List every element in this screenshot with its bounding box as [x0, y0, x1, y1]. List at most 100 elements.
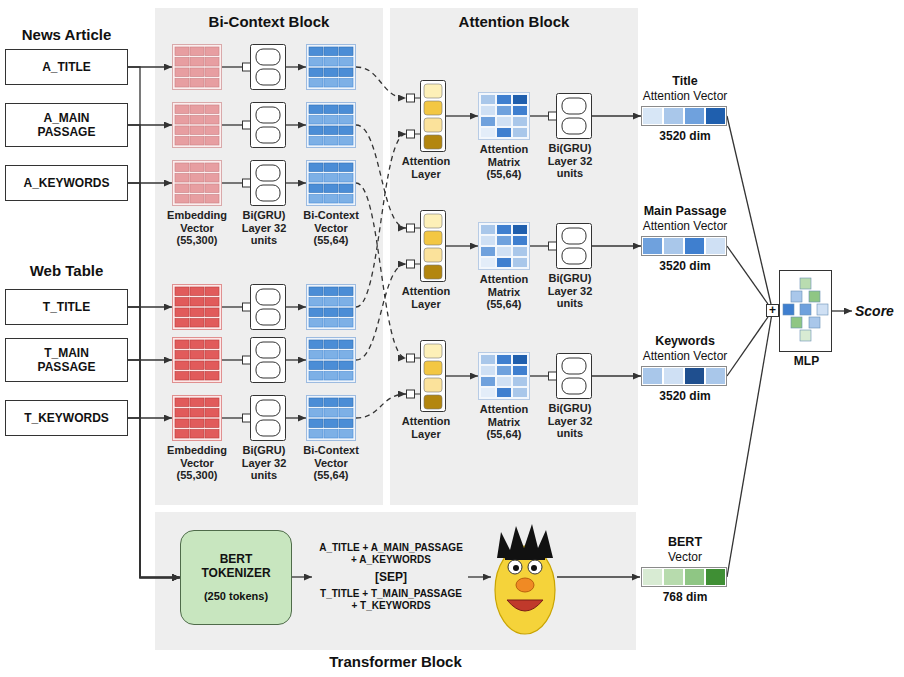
embedding-grids	[173, 285, 222, 330]
label-holder: Bi(GRU) Layer 32 units	[547, 142, 593, 180]
attention-matrix: Attention Matrix (55,64)	[478, 222, 530, 270]
layout-wires	[222, 66, 242, 67]
connector	[530, 115, 548, 116]
gru-symbols	[243, 396, 286, 441]
gru-symbols	[243, 161, 286, 206]
bert-vector-cells	[706, 569, 725, 585]
panel-heading: Attention Block	[390, 13, 638, 30]
embedding-grids	[173, 45, 222, 90]
bert-illustration	[508, 560, 522, 574]
score-label: Score	[855, 303, 901, 319]
section-heading: News Article	[5, 26, 128, 43]
connector	[128, 418, 180, 578]
label-holder: MLP	[777, 354, 837, 368]
component-label: Attention Layer	[398, 415, 454, 440]
connector	[727, 246, 768, 304]
attention-layer-symbols	[407, 81, 446, 152]
gru-layer: Bi(GRU) Layer 32 units	[548, 93, 592, 139]
embedding-grids	[173, 396, 222, 441]
label-holder: Bi(GRU) Layer 32 units	[241, 444, 287, 482]
input-box: T_KEYWORDS	[5, 400, 128, 436]
tokenizer-note: (250 tokens)	[204, 590, 268, 603]
separator-token: [SEP]	[316, 570, 466, 584]
connector	[446, 245, 478, 246]
bert-vector-cells	[643, 569, 725, 585]
attention-layer-symbols	[407, 81, 446, 412]
input-box: A_TITLE	[5, 49, 128, 85]
gru-symbols	[549, 354, 592, 399]
title-vector-cells	[643, 108, 725, 124]
bert-illustration	[516, 578, 534, 592]
keywords-vector-cells	[643, 368, 725, 384]
bert-illustration	[528, 560, 542, 574]
component-label: Bi(GRU) Layer 32 units	[241, 444, 287, 482]
embedding-grids	[173, 338, 222, 383]
component-label: Embedding Vector (55,300)	[165, 444, 229, 482]
label-holder: Bi(GRU) Layer 32 units	[547, 402, 593, 440]
label-holder: Attention Layer	[398, 155, 454, 180]
label-holder: [SEP]	[316, 570, 466, 584]
label-holder: Bi-Context Block	[155, 13, 383, 30]
component-label: Bi-Context Vector (55,64)	[302, 209, 360, 247]
label-holder: Embedding Vector (55,300)	[165, 209, 229, 247]
keywords-vector-cells	[643, 368, 662, 384]
layout-wires	[356, 67, 406, 360]
label-holder: Score	[855, 303, 901, 319]
attention-matrix-grids	[479, 353, 530, 400]
gru-symbols	[243, 45, 286, 90]
label-holder: Bi-Context Vector (55,64)	[302, 444, 360, 482]
label-holder: T_TITLE + T_MAIN_PASSAGE + T_KEYWORDS	[316, 588, 466, 612]
embedding-grids	[173, 45, 222, 441]
passage-vector-cells	[643, 238, 725, 254]
layout-wires	[128, 306, 172, 307]
mlp-box: MLP	[779, 270, 832, 352]
vector-subheading: Attention Vector	[632, 349, 738, 363]
connector	[446, 375, 478, 376]
label-holder: Attention Matrix (55,64)	[473, 143, 535, 181]
vector-dimension: 3520 dim	[632, 259, 738, 273]
label-holder: TitleAttention Vector	[632, 74, 738, 103]
bert-illustration	[495, 524, 555, 634]
bert-illustration	[513, 565, 519, 571]
gru-layer: Bi(GRU) Layer 32 units	[242, 395, 286, 441]
attention-matrix-grids	[479, 223, 530, 270]
label-holder: Attention Layer	[398, 285, 454, 310]
connector	[286, 417, 306, 418]
component-label: Bi(GRU) Layer 32 units	[547, 142, 593, 180]
vector-subheading: Vector	[632, 550, 738, 564]
layout-wires	[356, 67, 406, 98]
label-holder: Embedding Vector (55,300)	[165, 444, 229, 482]
gru-layer: Bi(GRU) Layer 32 units	[548, 353, 592, 399]
connector	[446, 115, 478, 116]
mlp-icon	[800, 330, 811, 341]
label-holder: Attention Layer	[398, 415, 454, 440]
label-holder: Bi(GRU) Layer 32 units	[547, 272, 593, 310]
component-label: Attention Layer	[398, 285, 454, 310]
label-holder: 3520 dim	[632, 259, 738, 273]
vector-heading: Main Passage	[632, 204, 738, 219]
layout-wires	[286, 66, 306, 67]
context-grids	[307, 103, 356, 148]
connector	[530, 245, 548, 246]
bert-illustration	[507, 600, 543, 611]
mlp-icon	[783, 304, 794, 315]
block-panel: Attention BlockAttention LayerAttention …	[390, 8, 638, 505]
concat-text: A_TITLE + A_MAIN_PASSAGE + A_KEYWORDS	[316, 542, 466, 566]
vector-heading: Title	[632, 74, 738, 89]
layout-wires	[557, 576, 640, 577]
vector-dimension: 768 dim	[632, 590, 738, 604]
layout-wires	[832, 310, 852, 311]
vector-dimension: 3520 dim	[632, 129, 738, 143]
gru-symbols	[549, 94, 592, 139]
mlp-icon	[817, 304, 828, 315]
attention-layer: Attention Layer	[406, 340, 446, 412]
input-name: A_KEYWORDS	[23, 176, 109, 190]
output-vector: Main PassageAttention Vector3520 dim	[641, 236, 727, 256]
embedding-vector: Embedding Vector (55,300)	[172, 395, 222, 441]
attention-matrix: Attention Matrix (55,64)	[478, 92, 530, 140]
context-grids	[307, 285, 356, 330]
connector	[592, 115, 641, 116]
gru-symbols	[243, 103, 286, 148]
